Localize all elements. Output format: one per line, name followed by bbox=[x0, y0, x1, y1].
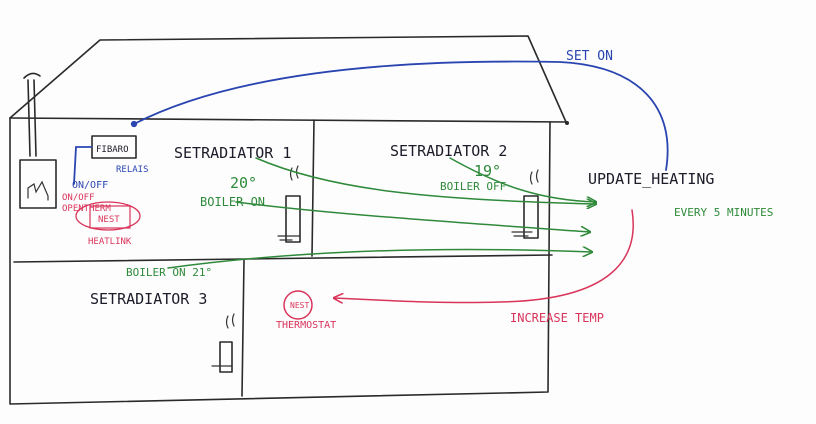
radiator-2 bbox=[511, 169, 539, 239]
radiator-1 bbox=[277, 165, 301, 243]
boiler-on-1-label: BOILER ON bbox=[200, 195, 265, 209]
every-5-minutes-label: EVERY 5 MINUTES bbox=[674, 206, 773, 219]
on-off-line: ON/OFF bbox=[62, 193, 95, 203]
arrow-boiler-on-update bbox=[235, 201, 590, 232]
on-off-opentherm-label: ON/OFF OPENTHERM bbox=[62, 193, 111, 214]
nest-thermostat-circle bbox=[283, 290, 313, 320]
thermostat-label: THERMOSTAT bbox=[276, 320, 336, 331]
opentherm-line: OPENTHERM bbox=[62, 204, 111, 214]
increase-temp-arrow bbox=[334, 209, 634, 303]
relais-label: RELAIS bbox=[116, 165, 149, 175]
setradiator-3-label: SETRADIATOR 3 bbox=[90, 290, 207, 308]
boiler-off-2-label: BOILER OFF bbox=[440, 180, 506, 193]
fibaro-label: FIBARO bbox=[96, 145, 129, 155]
set-on-label: SET ON bbox=[566, 49, 613, 64]
radiator-3 bbox=[211, 313, 235, 373]
update-heating-label: UPDATE_HEATING bbox=[588, 170, 714, 188]
heatlink-label: HEATLINK bbox=[88, 237, 132, 247]
relais-to-boiler-link bbox=[73, 146, 93, 185]
temp-2-label: 19° bbox=[474, 162, 501, 180]
arrow-radiator3-update bbox=[167, 249, 592, 269]
chimney bbox=[23, 72, 41, 157]
increase-temp-label: INCREASE TEMP bbox=[510, 311, 604, 325]
house-outline bbox=[9, 35, 569, 405]
boiler-unit bbox=[19, 159, 57, 209]
heatlink-outline bbox=[75, 201, 141, 231]
arrow-radiator2-update bbox=[449, 157, 596, 202]
setradiator-1-label: SETRADIATOR 1 bbox=[174, 144, 291, 162]
setradiator-2-label: SETRADIATOR 2 bbox=[390, 142, 507, 160]
temp-1-label: 20° bbox=[230, 174, 257, 192]
nest-thermostat-label: NEST bbox=[290, 301, 309, 310]
arrow-radiator1-update bbox=[255, 157, 596, 204]
on-off-label: ON/OFF bbox=[72, 180, 108, 191]
boiler-on-3-label: BOILER ON 21° bbox=[126, 266, 212, 279]
nest-box bbox=[89, 205, 131, 229]
set-on-arrow bbox=[130, 60, 669, 171]
nest-small-label: NEST bbox=[98, 215, 120, 225]
